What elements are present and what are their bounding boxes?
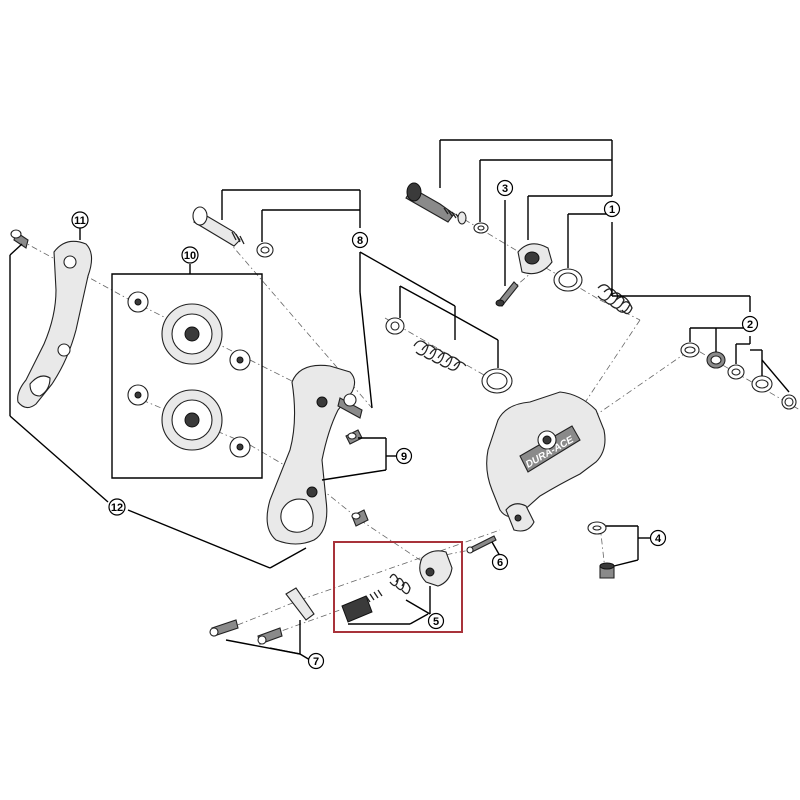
callout-9: 9 [395, 447, 413, 465]
inner-plate-bolt [10, 229, 29, 249]
callout-6: 6 [491, 553, 509, 571]
outer-plate [266, 364, 363, 545]
adjust-bolt-and-washer [587, 521, 615, 579]
p-axle-washer [256, 242, 274, 258]
callout-1: 1 [603, 200, 621, 218]
svg-text:12: 12 [111, 502, 123, 514]
p-axle-bushing [385, 317, 405, 335]
svg-text:2: 2 [747, 319, 753, 331]
svg-text:7: 7 [313, 656, 319, 668]
cable-fixing-link [285, 587, 315, 621]
right-washer-set [680, 342, 797, 410]
svg-text:10: 10 [184, 250, 196, 262]
callout-leaders [9, 139, 790, 661]
b-axle-bolt [405, 182, 467, 225]
svg-text:8: 8 [357, 235, 363, 247]
pulley-set-box [111, 273, 263, 479]
b-axle-stopper-plate [517, 243, 553, 275]
svg-text:1: 1 [609, 204, 615, 216]
svg-text:3: 3 [502, 183, 508, 195]
derailleur-main-body: DURA-ACE [486, 391, 606, 532]
anchor-bolts [209, 619, 283, 645]
b-axle-cover-ring [553, 268, 583, 292]
highlight-frame [333, 541, 463, 633]
callout-4: 4 [649, 529, 667, 547]
svg-text:6: 6 [497, 557, 503, 569]
tension-pulley [127, 384, 251, 458]
svg-text:11: 11 [74, 215, 86, 227]
svg-text:9: 9 [401, 451, 407, 463]
callout-3: 3 [496, 179, 514, 197]
callout-12: 12 [108, 498, 126, 516]
callout-2: 2 [741, 315, 759, 333]
callout-7: 7 [307, 652, 325, 670]
highlighted-cable-adjuster [333, 541, 463, 633]
svg-text:5: 5 [433, 616, 439, 628]
callout-10: 10 [181, 246, 199, 264]
stroke-adjust-screw [495, 281, 519, 307]
p-axle-spring [413, 340, 467, 371]
svg-text:4: 4 [655, 533, 662, 545]
assembly-axes [19, 191, 800, 636]
cable-pin [466, 535, 497, 554]
callout-8: 8 [351, 231, 369, 249]
p-axle-bolt [192, 206, 245, 247]
guide-pulley [127, 291, 251, 371]
b-axle-washer [473, 222, 489, 234]
inner-plate [17, 240, 93, 409]
b-axle-spring [597, 284, 633, 315]
callout-11: 11 [71, 211, 89, 229]
callout-5: 5 [427, 612, 445, 630]
p-axle-ring [481, 368, 513, 394]
